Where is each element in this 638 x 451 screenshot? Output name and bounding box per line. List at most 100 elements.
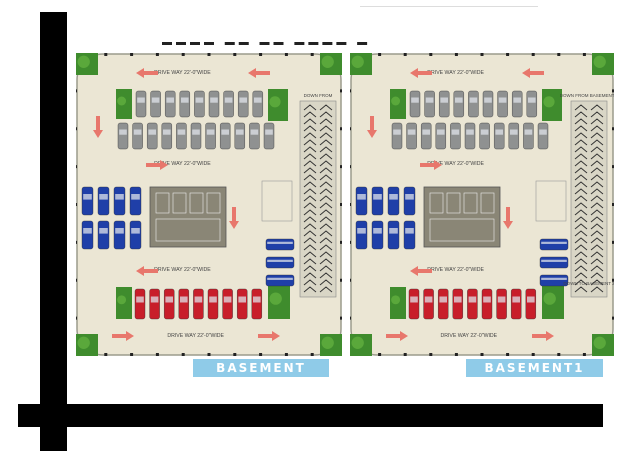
parked-car xyxy=(537,122,549,150)
structural-column xyxy=(429,53,433,56)
structural-column xyxy=(378,53,382,56)
car-windshield xyxy=(498,97,507,103)
parked-car xyxy=(511,90,523,118)
structural-column xyxy=(76,127,77,131)
car-windshield xyxy=(389,194,398,200)
car-windshield xyxy=(480,129,489,135)
car-windshield xyxy=(439,296,447,303)
car-windshield xyxy=(497,296,506,303)
lift-shaft xyxy=(189,192,204,214)
ramp-label: DOWN TO BASEMENT 2 xyxy=(563,281,614,286)
parked-car xyxy=(97,186,110,216)
ramp-chevrons xyxy=(303,104,317,293)
car-windshield xyxy=(192,129,200,135)
structural-column xyxy=(350,89,351,93)
car-windshield xyxy=(357,228,366,234)
car-windshield xyxy=(541,277,567,280)
structural-column xyxy=(378,353,382,356)
parked-car xyxy=(113,220,126,250)
car-windshield xyxy=(357,194,366,200)
car-windshield xyxy=(422,129,430,135)
structural-column xyxy=(506,53,510,56)
car-windshield xyxy=(136,296,144,303)
structural-column xyxy=(612,127,614,131)
car-windshield xyxy=(137,97,145,103)
car-windshield xyxy=(373,228,382,234)
direction-arrow xyxy=(532,331,554,341)
car-windshield xyxy=(466,129,474,135)
car-windshield xyxy=(180,296,188,303)
parked-car xyxy=(193,288,204,320)
car-windshield xyxy=(209,296,217,303)
direction-arrow xyxy=(410,266,432,276)
ramp-chevrons xyxy=(574,104,588,293)
car-windshield xyxy=(455,97,463,103)
parked-car xyxy=(190,122,202,150)
direction-arrow xyxy=(136,266,158,276)
title-rule xyxy=(360,6,538,7)
car-windshield xyxy=(483,296,491,303)
driveway-label: DRIVE WAY 22'-0"WIDE xyxy=(154,267,211,273)
structural-column xyxy=(350,203,351,206)
direction-arrow xyxy=(420,160,442,170)
parked-car xyxy=(163,288,175,320)
car-windshield xyxy=(389,228,398,234)
tree-canopy xyxy=(269,96,281,108)
structural-column xyxy=(130,353,134,356)
structural-column xyxy=(233,353,237,356)
car-windshield xyxy=(224,97,233,103)
tree-canopy xyxy=(351,55,364,68)
parked-car xyxy=(179,90,191,118)
structural-column xyxy=(259,53,263,56)
structural-column xyxy=(340,278,342,282)
car-windshield xyxy=(410,296,418,303)
parked-car xyxy=(406,122,417,150)
parked-car xyxy=(146,122,158,150)
car-windshield xyxy=(484,97,492,103)
direction-arrow xyxy=(367,116,377,138)
driveway-label: DRIVE WAY 22'-0"WIDE xyxy=(167,333,224,339)
parked-car xyxy=(420,122,432,150)
car-windshield xyxy=(405,194,414,200)
direction-arrow xyxy=(410,68,432,78)
car-windshield xyxy=(469,97,478,103)
parked-car xyxy=(539,256,569,269)
car-windshield xyxy=(194,296,203,303)
structural-column xyxy=(155,53,159,56)
parked-car xyxy=(435,122,447,150)
parked-car xyxy=(234,122,246,150)
parked-car xyxy=(81,220,94,250)
parked-car xyxy=(223,90,234,118)
stair-lift-core xyxy=(149,186,227,248)
parked-car xyxy=(403,220,416,250)
structural-column xyxy=(284,353,288,356)
car-windshield xyxy=(150,296,159,303)
parked-car xyxy=(496,288,507,320)
parked-car xyxy=(510,288,522,320)
direction-arrow xyxy=(229,207,239,229)
basement-floor-plan: DRIVE WAY 22'-0"WIDE DRIVE WAY 22'-0"WIDE… xyxy=(76,53,342,356)
parked-car xyxy=(423,288,434,320)
parked-car xyxy=(164,90,176,118)
parked-car xyxy=(508,122,520,150)
parked-car xyxy=(134,288,146,320)
parked-car xyxy=(437,288,449,320)
parked-car xyxy=(468,90,479,118)
car-windshield xyxy=(513,97,521,103)
direction-arrow xyxy=(146,160,168,170)
car-windshield xyxy=(437,129,445,135)
car-windshield xyxy=(119,129,127,135)
parked-car xyxy=(371,220,384,250)
tree-canopy xyxy=(543,292,556,305)
car-windshield xyxy=(541,259,567,262)
car-windshield xyxy=(83,194,92,200)
service-room xyxy=(261,180,293,222)
car-windshield xyxy=(165,296,173,303)
tree-canopy xyxy=(543,96,555,108)
parked-car xyxy=(150,90,161,118)
parked-car xyxy=(176,122,187,150)
structural-column xyxy=(350,316,351,320)
structural-column xyxy=(612,165,614,169)
car-windshield xyxy=(393,129,401,135)
